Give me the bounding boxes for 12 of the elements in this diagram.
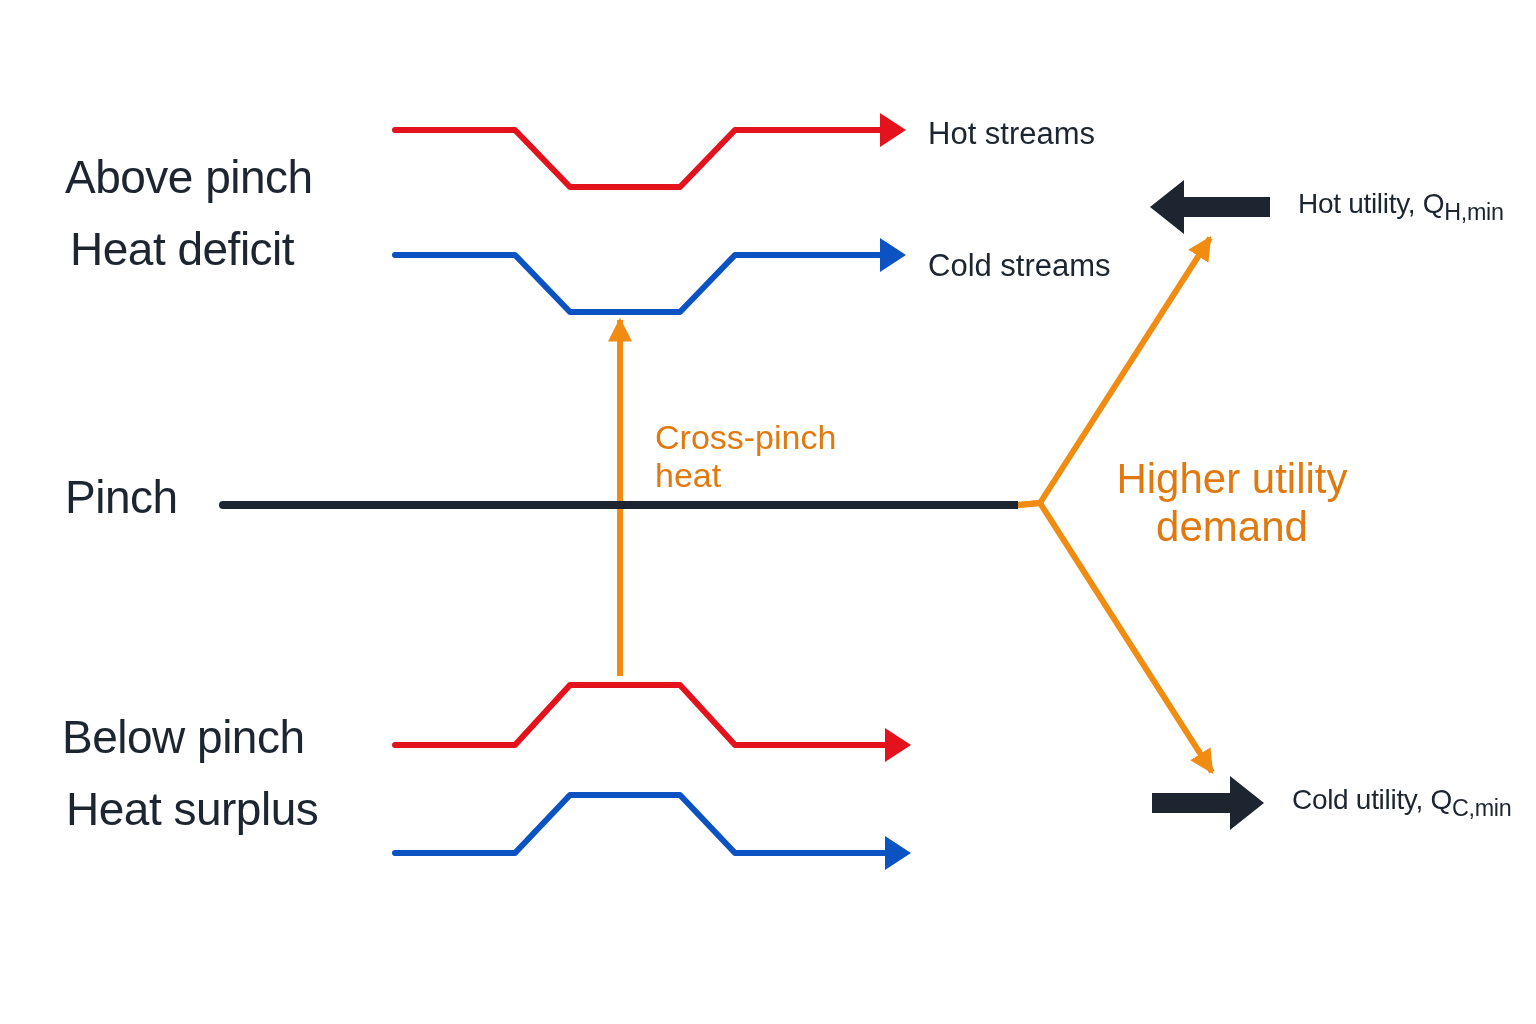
region-heading: Above pinch [65,150,313,204]
region-heading: Below pinch [62,710,305,764]
utility-label: Hot utility, Q$_{H,min}$ [1298,188,1504,226]
pinch-label: Pinch [65,470,178,524]
stream-label: Hot streams [928,116,1096,152]
arrow [1017,500,1215,774]
arrow [608,317,632,676]
annotation-text: Higher utility demand [1115,455,1349,551]
region-subheading: Heat surplus [66,782,319,836]
utility-label: Cold utility, Q$_{C,min}$ [1292,784,1512,822]
stream-label: Cold streams [928,248,1111,284]
region-subheading: Heat deficit [70,222,295,276]
